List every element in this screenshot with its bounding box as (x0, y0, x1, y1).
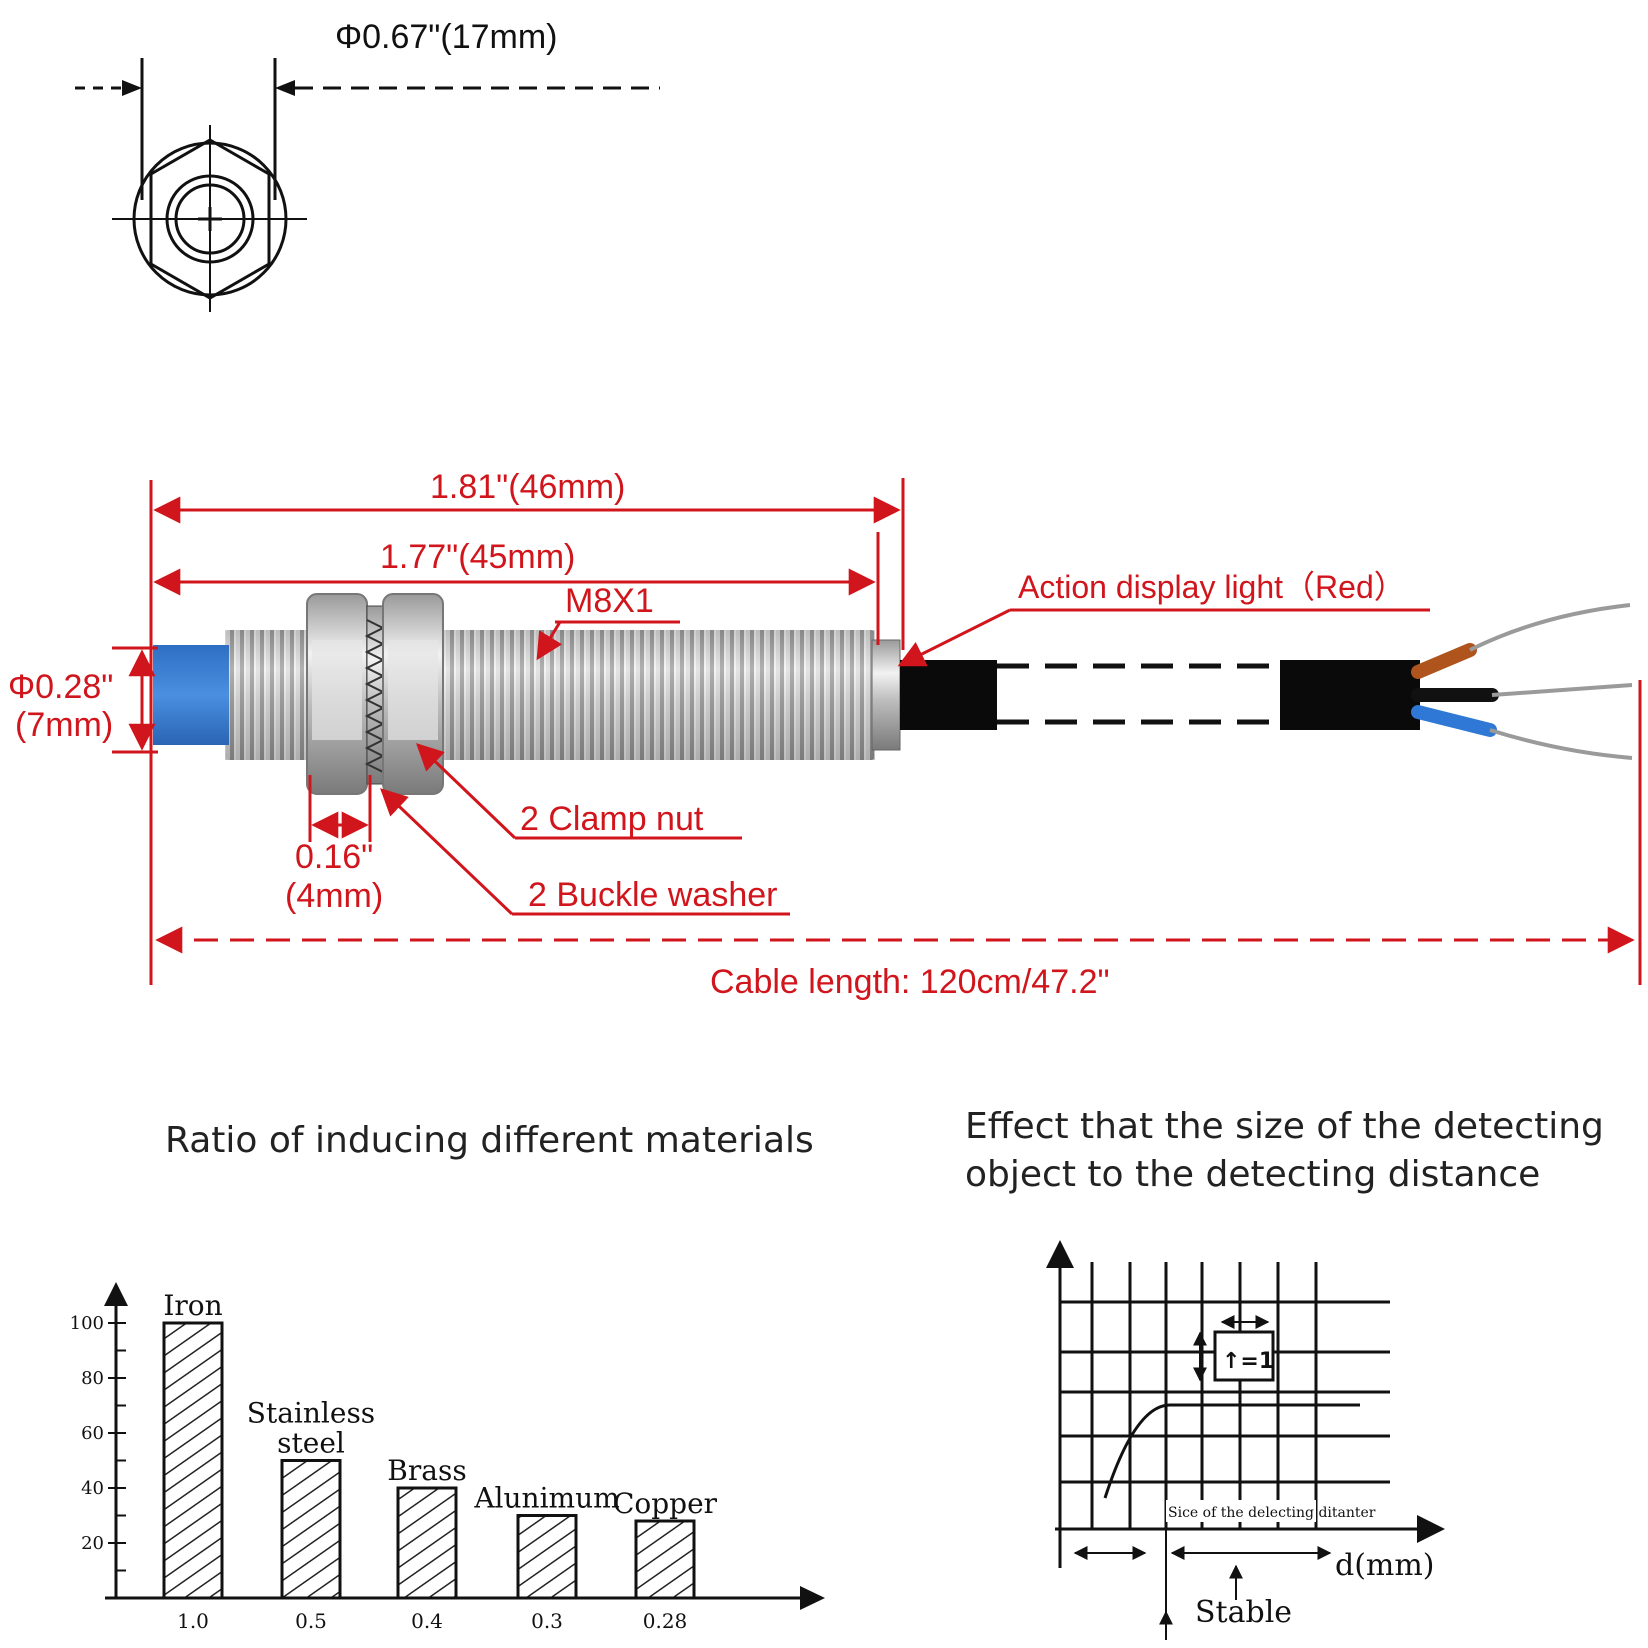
strand-black (1491, 683, 1633, 697)
material-bar (280, 1459, 342, 1600)
material-bar-label: steel (277, 1427, 345, 1460)
material-y-tick-label: 100 (70, 1313, 104, 1334)
strand-brown (1469, 603, 1631, 652)
material-x-tick-label: 0.28 (643, 1609, 688, 1633)
clamp-nut-left-face (312, 640, 362, 740)
material-bar-label: Stainless (247, 1397, 375, 1430)
top-dim-arrow-right (275, 80, 295, 96)
nut-thickness-mm-label: (4mm) (285, 877, 383, 915)
material-y-tick-label: 80 (81, 1368, 104, 1389)
material-y-tick-label: 20 (81, 1533, 104, 1554)
nut-thickness-inch-label: 0.16" (295, 838, 373, 876)
distance-chart: Effect that the size of the detecting ob… (965, 1106, 1604, 1640)
cable-length-label: Cable length: 120cm/47.2" (710, 963, 1110, 1001)
light-label: Action display light（Red） (1018, 569, 1406, 605)
material-bar (634, 1519, 696, 1600)
material-x-tick-label: 0.5 (295, 1609, 327, 1633)
material-y-ticks: 20 40 60 80 100 (70, 1313, 126, 1572)
cable-segment-1 (900, 660, 997, 730)
material-x-axis-arrow (800, 1586, 825, 1610)
stable-label: Stable (1195, 1595, 1292, 1630)
sensor-cap (153, 645, 229, 745)
material-bar-label: Iron (163, 1289, 222, 1322)
washer-teeth (364, 619, 386, 773)
material-x-tick-label: 0.4 (411, 1609, 443, 1633)
material-bar-label: Alunimum (473, 1482, 619, 1515)
cable-segment-2 (1280, 660, 1420, 730)
material-x-tick-label: 0.3 (531, 1609, 563, 1633)
top-view: Φ0.67"(17mm) (75, 18, 660, 312)
washer-leader (380, 788, 514, 916)
inner-label: Sice of the delecting ditanter (1168, 1505, 1376, 1521)
washer-label: 2 Buckle washer (528, 876, 777, 914)
clamp-nut-right-face (388, 640, 438, 740)
distance-x-label: d(mm) (1335, 1548, 1435, 1583)
unit-box (1213, 1330, 1275, 1382)
material-bar (396, 1486, 458, 1600)
material-bar-label: Copper (613, 1487, 718, 1520)
material-bar (162, 1321, 224, 1600)
light-leader (897, 608, 1011, 667)
sensor-dimensions: 1.81"(46mm) 1.77"(45mm) M8X1 Action disp… (8, 468, 1642, 1001)
material-y-tick-label: 60 (81, 1423, 104, 1444)
inner-label-bg (1166, 1500, 1316, 1522)
clamp-nut-label: 2 Clamp nut (520, 800, 704, 838)
end-collar (871, 639, 901, 751)
wire-blue (1411, 705, 1497, 737)
distance-y-axis-arrow (1046, 1240, 1074, 1268)
diameter-inch-label: Φ0.28" (8, 668, 113, 706)
thread-spec-leader (536, 621, 563, 661)
top-dim-arrow-left (122, 80, 142, 96)
top-diameter-label: Φ0.67"(17mm) (335, 18, 557, 56)
material-x-tick-label: 1.0 (177, 1609, 209, 1633)
strand-blue (1489, 728, 1633, 760)
diameter-mm-label: (7mm) (15, 706, 113, 744)
material-bar (516, 1514, 578, 1600)
material-y-axis-arrow (104, 1282, 128, 1306)
distance-title-line2: object to the detecting distance (965, 1154, 1540, 1195)
distance-x-axis-arrow (1417, 1515, 1445, 1543)
sensor-side-view (153, 593, 1633, 795)
distance-title-line1: Effect that the size of the detecting (965, 1106, 1604, 1147)
material-bar-label: Brass (387, 1454, 466, 1487)
material-y-tick-label: 40 (81, 1478, 104, 1499)
unit-box-label: ↑=1 (1222, 1349, 1274, 1374)
material-chart-title: Ratio of inducing different materials (165, 1120, 814, 1161)
wire-brown (1411, 643, 1477, 679)
thread-spec-label: M8X1 (565, 582, 654, 620)
material-chart: Ratio of inducing different materials 20… (70, 1120, 825, 1633)
length-total-label: 1.81"(46mm) (430, 468, 625, 506)
response-curve (1103, 1403, 1360, 1499)
length-thread-label: 1.77"(45mm) (380, 538, 575, 576)
clamp-nut-leader (416, 743, 517, 840)
